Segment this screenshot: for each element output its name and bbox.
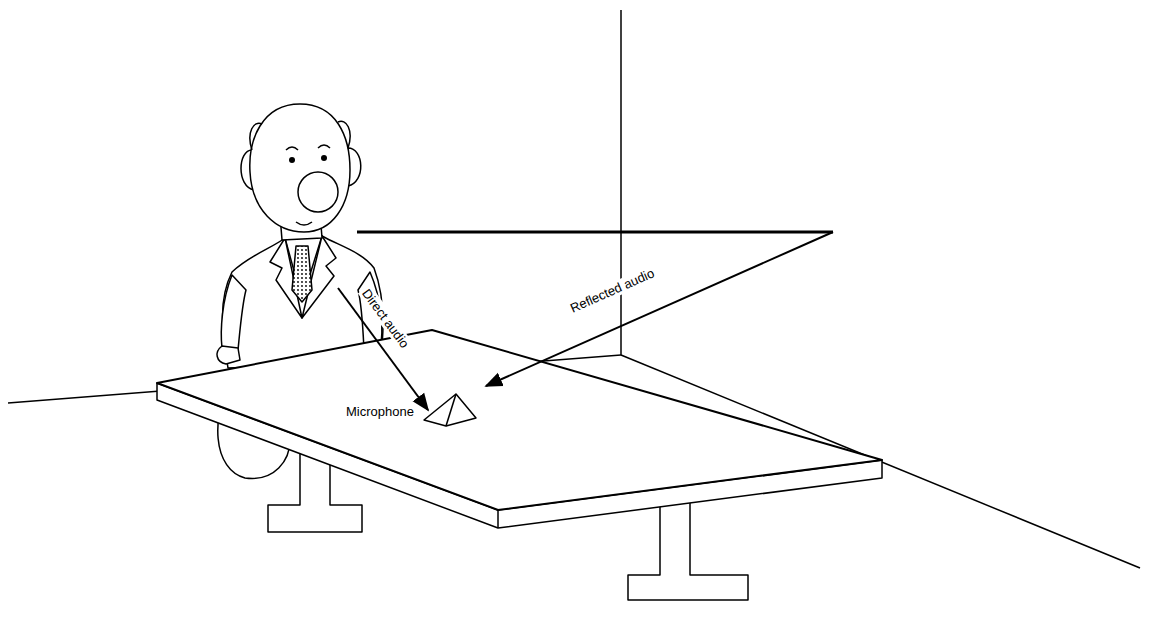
arrow-label: Reflected audio [566, 264, 658, 316]
tie [292, 246, 312, 302]
part-label: Microphone [344, 404, 416, 419]
microphone-body [424, 394, 476, 426]
arm [221, 275, 246, 350]
wall-corner-line [620, 10, 622, 355]
eye [289, 157, 295, 163]
microphone-symbol [424, 394, 476, 426]
eye [321, 155, 327, 161]
head [250, 104, 350, 232]
table-top [157, 330, 882, 510]
microphone-edge [446, 394, 456, 426]
mouth [296, 222, 312, 225]
hair [250, 121, 350, 150]
nose [298, 172, 338, 212]
reflection-line [357, 231, 833, 234]
hand [217, 346, 240, 364]
reflected-audio-arrow [486, 232, 833, 386]
eyebrow [286, 145, 330, 150]
table-corner [497, 510, 499, 528]
room [8, 10, 1140, 568]
